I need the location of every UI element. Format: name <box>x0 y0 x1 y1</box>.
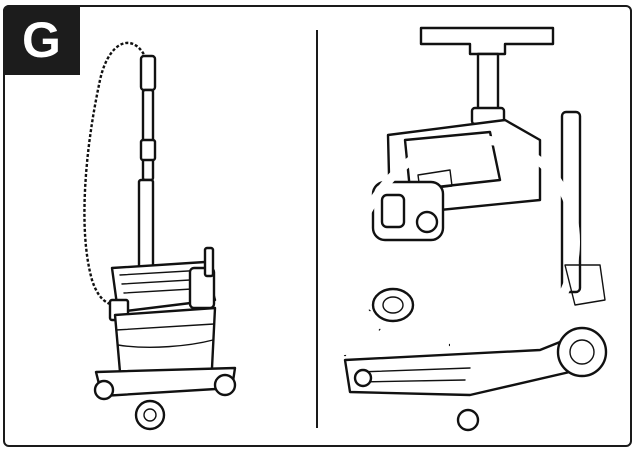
figure-label: G <box>22 12 61 68</box>
figure-label-badge: G <box>3 5 80 75</box>
panel-divider <box>316 30 318 428</box>
